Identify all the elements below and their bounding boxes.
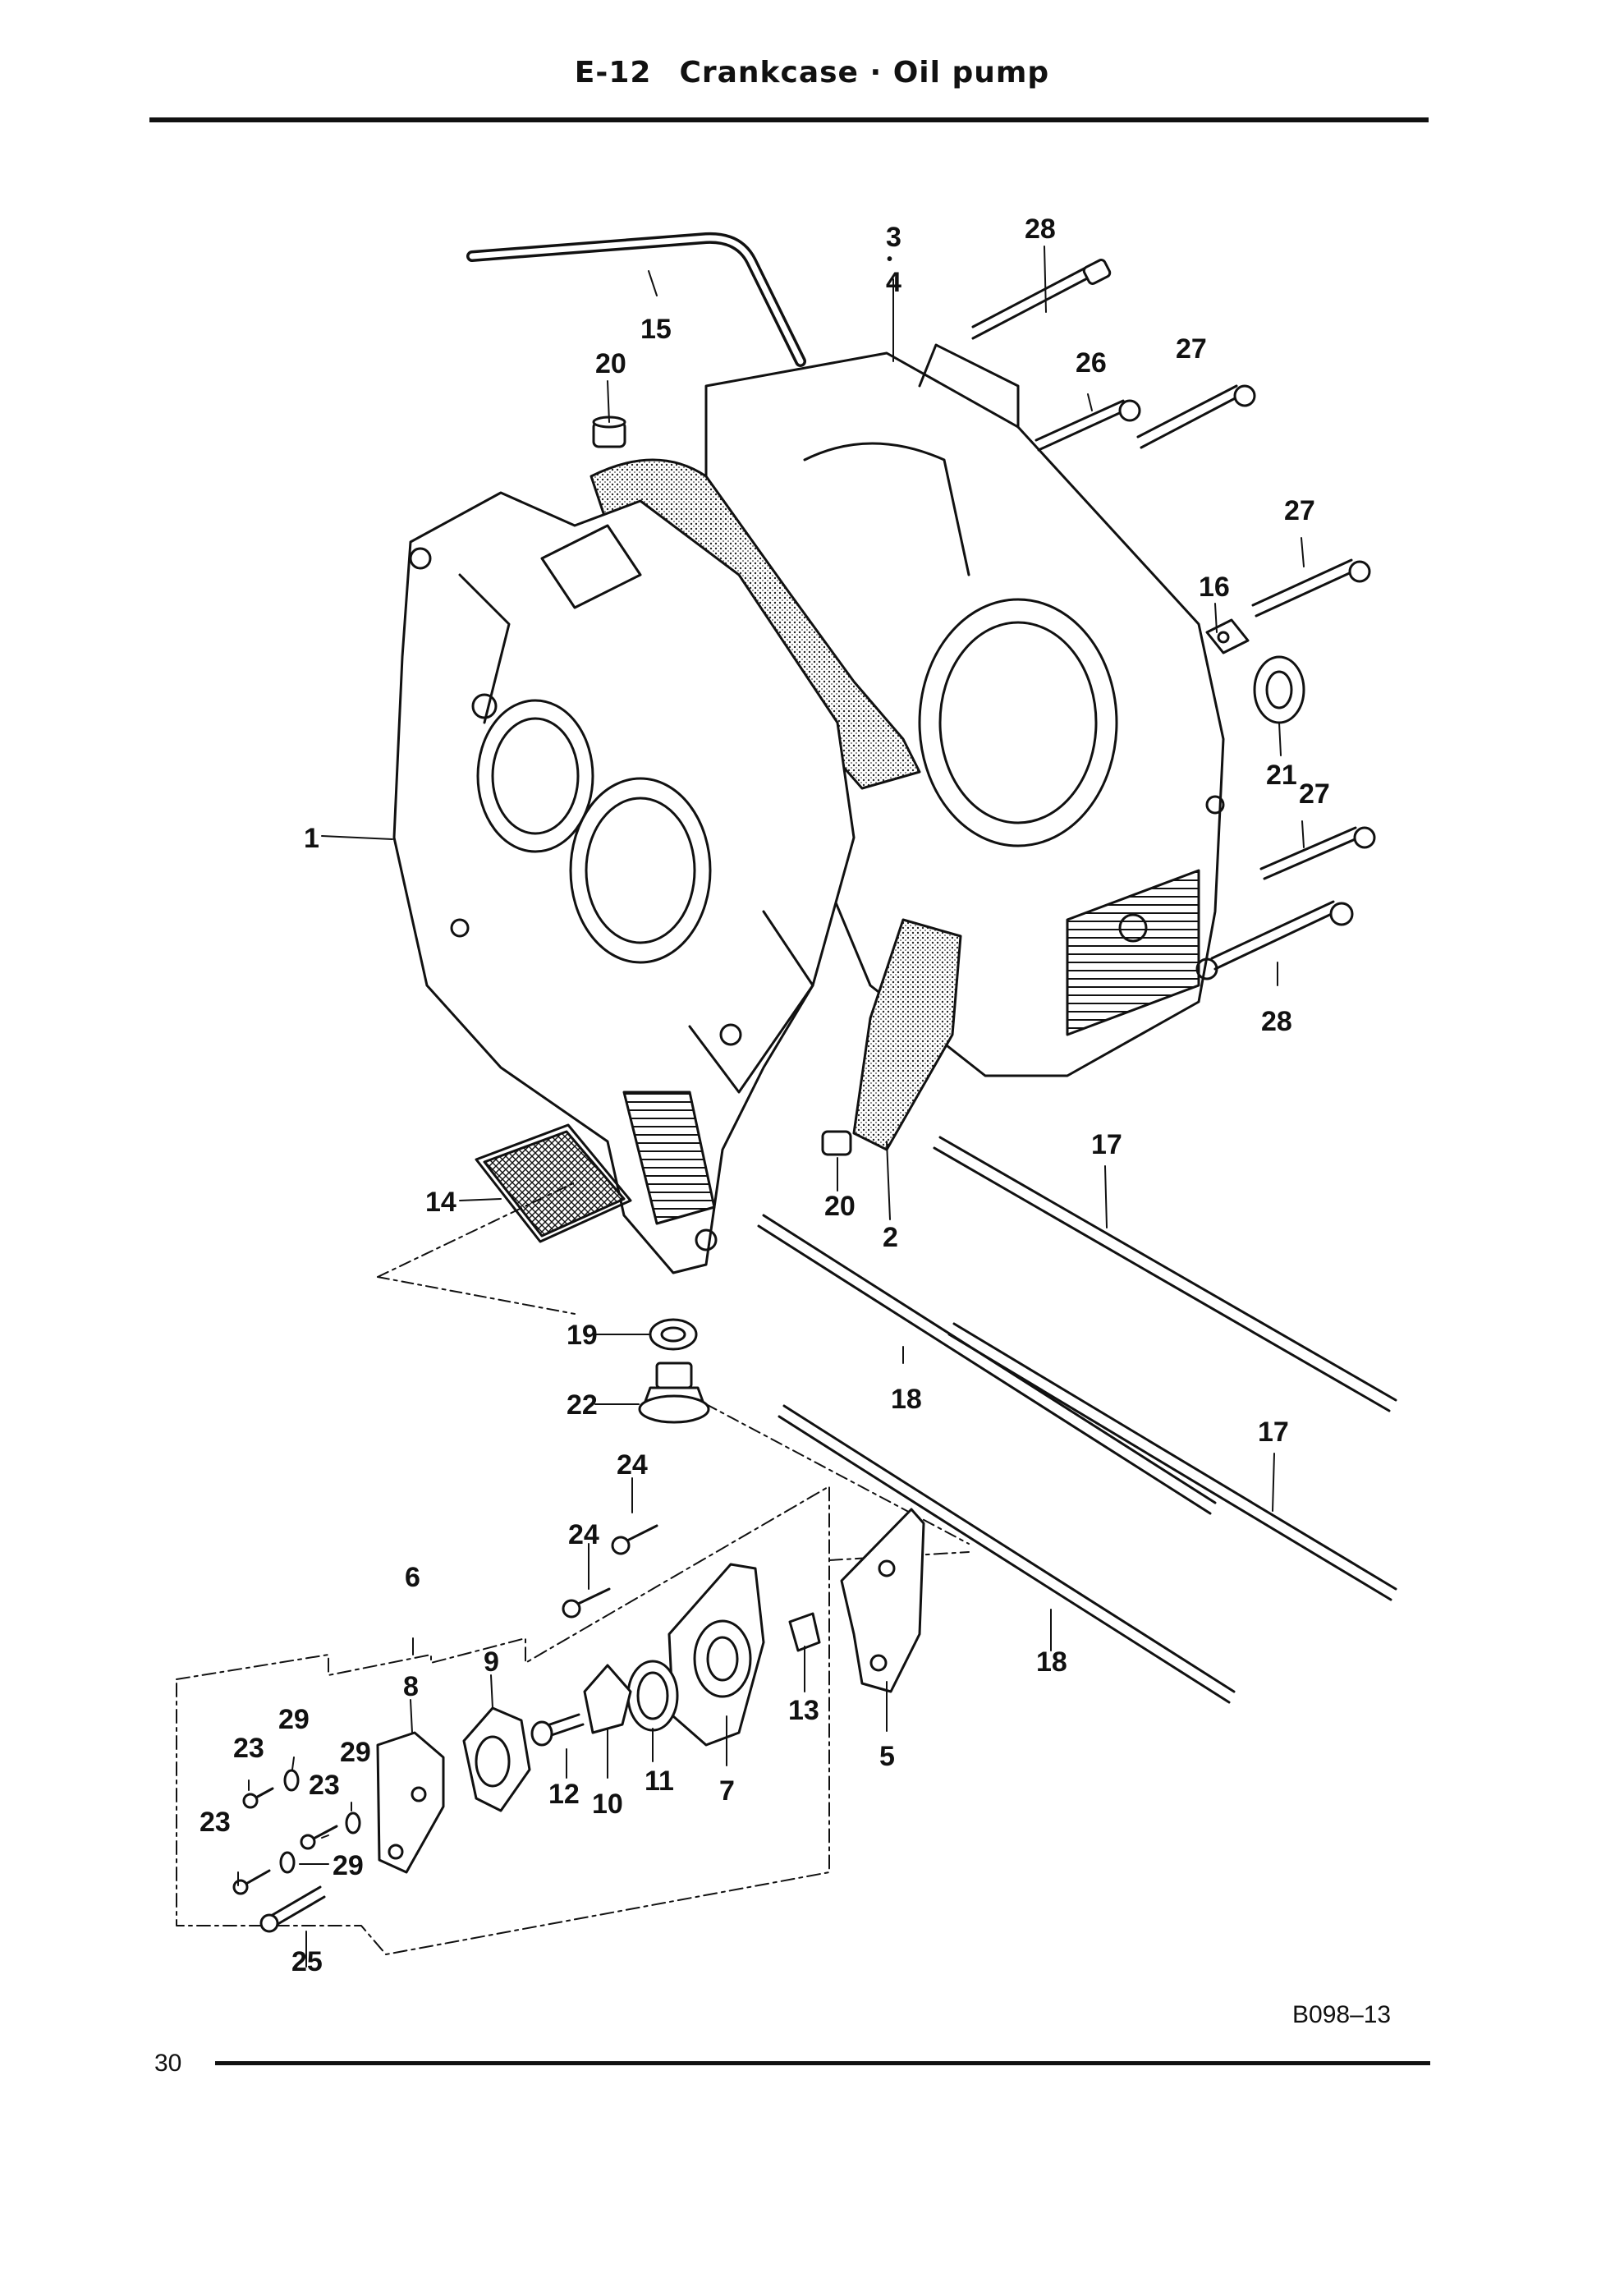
callout-3: 3 xyxy=(886,222,901,253)
callout-27-b: 27 xyxy=(1284,495,1315,526)
callout-28-bottom: 28 xyxy=(1261,1006,1292,1037)
collar-13 xyxy=(788,1612,821,1652)
callout-21: 21 xyxy=(1266,760,1297,791)
page-number: 30 xyxy=(154,2050,182,2077)
callout-4: 4 xyxy=(886,267,901,298)
page-title: E-12 Crankcase · Oil pump xyxy=(0,56,1624,90)
screw-23-a xyxy=(242,1787,274,1809)
callout-16: 16 xyxy=(1199,572,1230,603)
stud-17-lower xyxy=(947,1322,1397,1601)
washer-29-a xyxy=(283,1769,300,1792)
oil-pump-body-7 xyxy=(667,1563,765,1747)
callout-27-a: 27 xyxy=(1176,333,1207,365)
figure-code: B098–13 xyxy=(1292,2001,1392,2028)
callout-28-top: 28 xyxy=(1025,214,1056,245)
callout-29-b: 29 xyxy=(340,1737,371,1768)
callout-11: 11 xyxy=(645,1766,674,1797)
callout-13: 13 xyxy=(788,1695,819,1726)
sealing-washer-19 xyxy=(649,1318,698,1351)
callout-15: 15 xyxy=(640,314,672,345)
screw-23-c xyxy=(232,1869,271,1895)
screw-25 xyxy=(259,1885,326,1933)
bolt-27-a xyxy=(1136,384,1256,449)
bracket-16 xyxy=(1205,618,1250,654)
screw-23-b xyxy=(300,1825,338,1850)
pump-gasket-5 xyxy=(840,1508,925,1693)
stud-18-upper xyxy=(757,1214,1217,1515)
bolt-28-bottom xyxy=(1210,900,1354,971)
callout-14: 14 xyxy=(425,1187,456,1218)
oil-seal-21 xyxy=(1253,655,1305,724)
dowel-pin-bottom xyxy=(821,1130,852,1156)
bolt-27-b xyxy=(1251,558,1371,618)
callout-20-bottom: 20 xyxy=(824,1191,856,1222)
callout-10: 10 xyxy=(592,1789,623,1820)
callout-29-a: 29 xyxy=(278,1704,310,1735)
callout-7: 7 xyxy=(719,1775,735,1807)
callout-12: 12 xyxy=(548,1779,580,1810)
oil-strainer-screen xyxy=(475,1123,632,1243)
callout-24-a: 24 xyxy=(617,1449,648,1481)
callout-1: 1 xyxy=(304,823,319,854)
callout-19: 19 xyxy=(567,1320,598,1351)
section-code: E-12 xyxy=(574,56,652,90)
callout-18-upper: 18 xyxy=(891,1384,922,1415)
callout-17-upper: 17 xyxy=(1091,1129,1122,1160)
callout-5: 5 xyxy=(879,1741,895,1772)
stud-18-lower xyxy=(778,1404,1236,1704)
drain-bolt-22 xyxy=(638,1362,710,1424)
callout-26: 26 xyxy=(1076,347,1107,379)
screw-24-b xyxy=(562,1587,611,1619)
pump-shaft-12 xyxy=(530,1713,585,1747)
callout-20-top: 20 xyxy=(595,348,626,379)
screw-24-a xyxy=(611,1524,658,1555)
callout-23-c: 23 xyxy=(200,1807,231,1838)
callout-3-separator: • xyxy=(887,250,892,269)
callout-8: 8 xyxy=(403,1671,419,1702)
callout-23-a: 23 xyxy=(233,1733,264,1764)
callout-9: 9 xyxy=(484,1646,499,1678)
washer-29-b xyxy=(345,1812,361,1835)
stud-17-upper xyxy=(933,1136,1397,1412)
header-rule xyxy=(149,117,1429,122)
callout-27-c: 27 xyxy=(1299,778,1330,810)
callout-17-lower: 17 xyxy=(1258,1417,1289,1448)
bolt-26 xyxy=(1034,399,1141,452)
outer-rotor-11 xyxy=(626,1660,679,1732)
pump-cover-gasket-9 xyxy=(462,1706,531,1812)
callout-29-c: 29 xyxy=(333,1850,364,1881)
inner-rotor-10 xyxy=(583,1664,632,1734)
breather-tube xyxy=(466,232,806,367)
bolt-27-c xyxy=(1259,826,1376,880)
callout-2: 2 xyxy=(883,1222,898,1253)
callout-24-b: 24 xyxy=(568,1519,599,1550)
footer-rule xyxy=(215,2061,1430,2065)
callout-6: 6 xyxy=(405,1562,420,1593)
section-title: Crankcase · Oil pump xyxy=(679,56,1050,90)
washer-29-c xyxy=(279,1851,296,1874)
left-crankcase-half xyxy=(392,491,856,1274)
callout-23-b: 23 xyxy=(309,1770,340,1801)
callout-22: 22 xyxy=(567,1389,598,1421)
callout-18-lower: 18 xyxy=(1036,1646,1067,1678)
callout-25: 25 xyxy=(291,1946,323,1977)
pump-cover-8 xyxy=(376,1731,445,1874)
bolt-28-top xyxy=(971,259,1112,340)
